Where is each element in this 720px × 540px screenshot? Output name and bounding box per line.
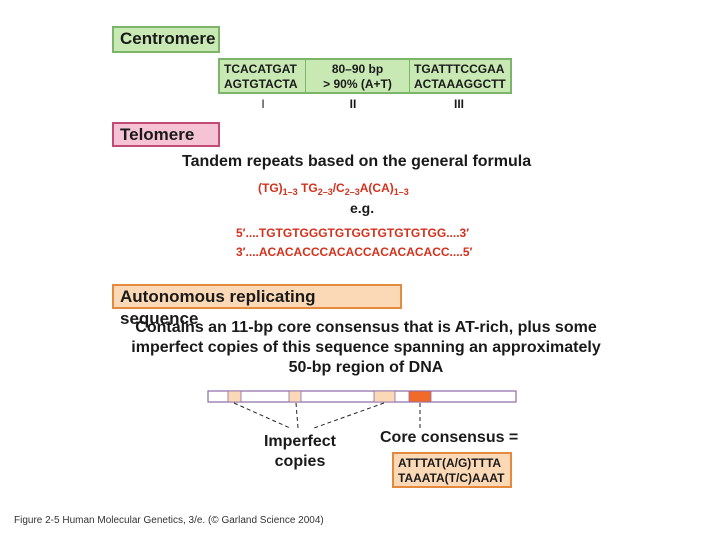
ars-description-line-2: imperfect copies of this sequence spanni… <box>131 339 601 356</box>
formula-part-1: (TG) <box>258 181 283 195</box>
centromere-element-2: 80–90 bp > 90% (A+T) <box>306 60 410 92</box>
telomere-strand-bottom: 3′....ACACACCCACACCACACACACC....5′ <box>236 245 473 259</box>
dna-bar <box>207 390 517 403</box>
formula-sub-2: 2–3 <box>317 187 333 197</box>
connector-2 <box>295 402 299 429</box>
imperfect-copies-label: Imperfect copies <box>248 432 352 472</box>
centromere-element-2-line1: 80–90 bp <box>331 62 384 76</box>
core-consensus-label: Core consensus = <box>380 429 519 446</box>
figure-caption: Figure 2-5 Human Molecular Genetics, 3/e… <box>14 515 324 526</box>
telomere-header: Telomere <box>112 122 220 147</box>
formula-sub-1: 1–3 <box>282 187 298 197</box>
ars-description-line-3: 50-bp region of DNA <box>288 359 444 376</box>
core-seq-top: ATTTAT(A/G)TTTA <box>398 456 502 470</box>
connector-3 <box>313 402 385 429</box>
core-seq-bottom: TAAATA(T/C)AAAT <box>398 471 505 485</box>
centromere-label-1: I <box>261 97 265 111</box>
telomere-description: Tandem repeats based on the general form… <box>182 153 532 170</box>
ars-description-line-1: Contains an 11-bp core consensus that is… <box>135 319 597 336</box>
telomere-formula: (TG)1–3 TG2–3/C2–3A(CA)1–3 <box>258 180 498 200</box>
formula-sub-3: 2–3 <box>344 187 360 197</box>
ars-header: Autonomous replicating sequence <box>112 284 402 328</box>
centromere-label-3: III <box>453 97 464 111</box>
centromere-header: Centromere <box>112 26 220 53</box>
core-consensus-block <box>408 390 432 403</box>
centromere-element-3-line2: ACTAAAGGCTT <box>414 77 506 91</box>
formula-part-3: /C <box>332 181 345 195</box>
imperfect-copy-2 <box>288 390 302 403</box>
centromere-element-3: TGATTTCCGAA ACTAAAGGCTT <box>410 60 510 92</box>
centromere-element-1-line2: AGTGTACTA <box>224 77 298 91</box>
formula-sub-4: 1–3 <box>393 187 409 197</box>
imperfect-copy-3 <box>373 390 396 403</box>
ars-description: Contains an 11-bp core consensus that is… <box>112 318 620 378</box>
imperfect-copy-1 <box>227 390 242 403</box>
centromere-label-2: II <box>349 97 357 111</box>
telomere-eg: e.g. <box>350 200 375 216</box>
core-consensus-sequence-box: ATTTAT(A/G)TTTA TAAATA(T/C)AAAT <box>392 452 512 488</box>
centromere-element-1: TCACATGAT AGTGTACTA <box>220 60 306 92</box>
centromere-element-1-line1: TCACATGAT <box>224 62 297 76</box>
centromere-element-3-line1: TGATTTCCGAA <box>414 62 505 76</box>
formula-part-4: A(CA) <box>359 181 394 195</box>
formula-part-2: TG <box>297 181 318 195</box>
imperfect-label-line-2: copies <box>274 453 326 470</box>
centromere-elements-box: TCACATGAT AGTGTACTA 80–90 bp > 90% (A+T)… <box>218 58 512 94</box>
centromere-element-2-line2: > 90% (A+T) <box>323 77 392 91</box>
imperfect-label-line-1: Imperfect <box>263 433 337 450</box>
connector-1 <box>233 402 291 429</box>
telomere-strand-top: 5′....TGTGTGGGTGTGGTGTGTGTGG....3′ <box>236 226 470 240</box>
